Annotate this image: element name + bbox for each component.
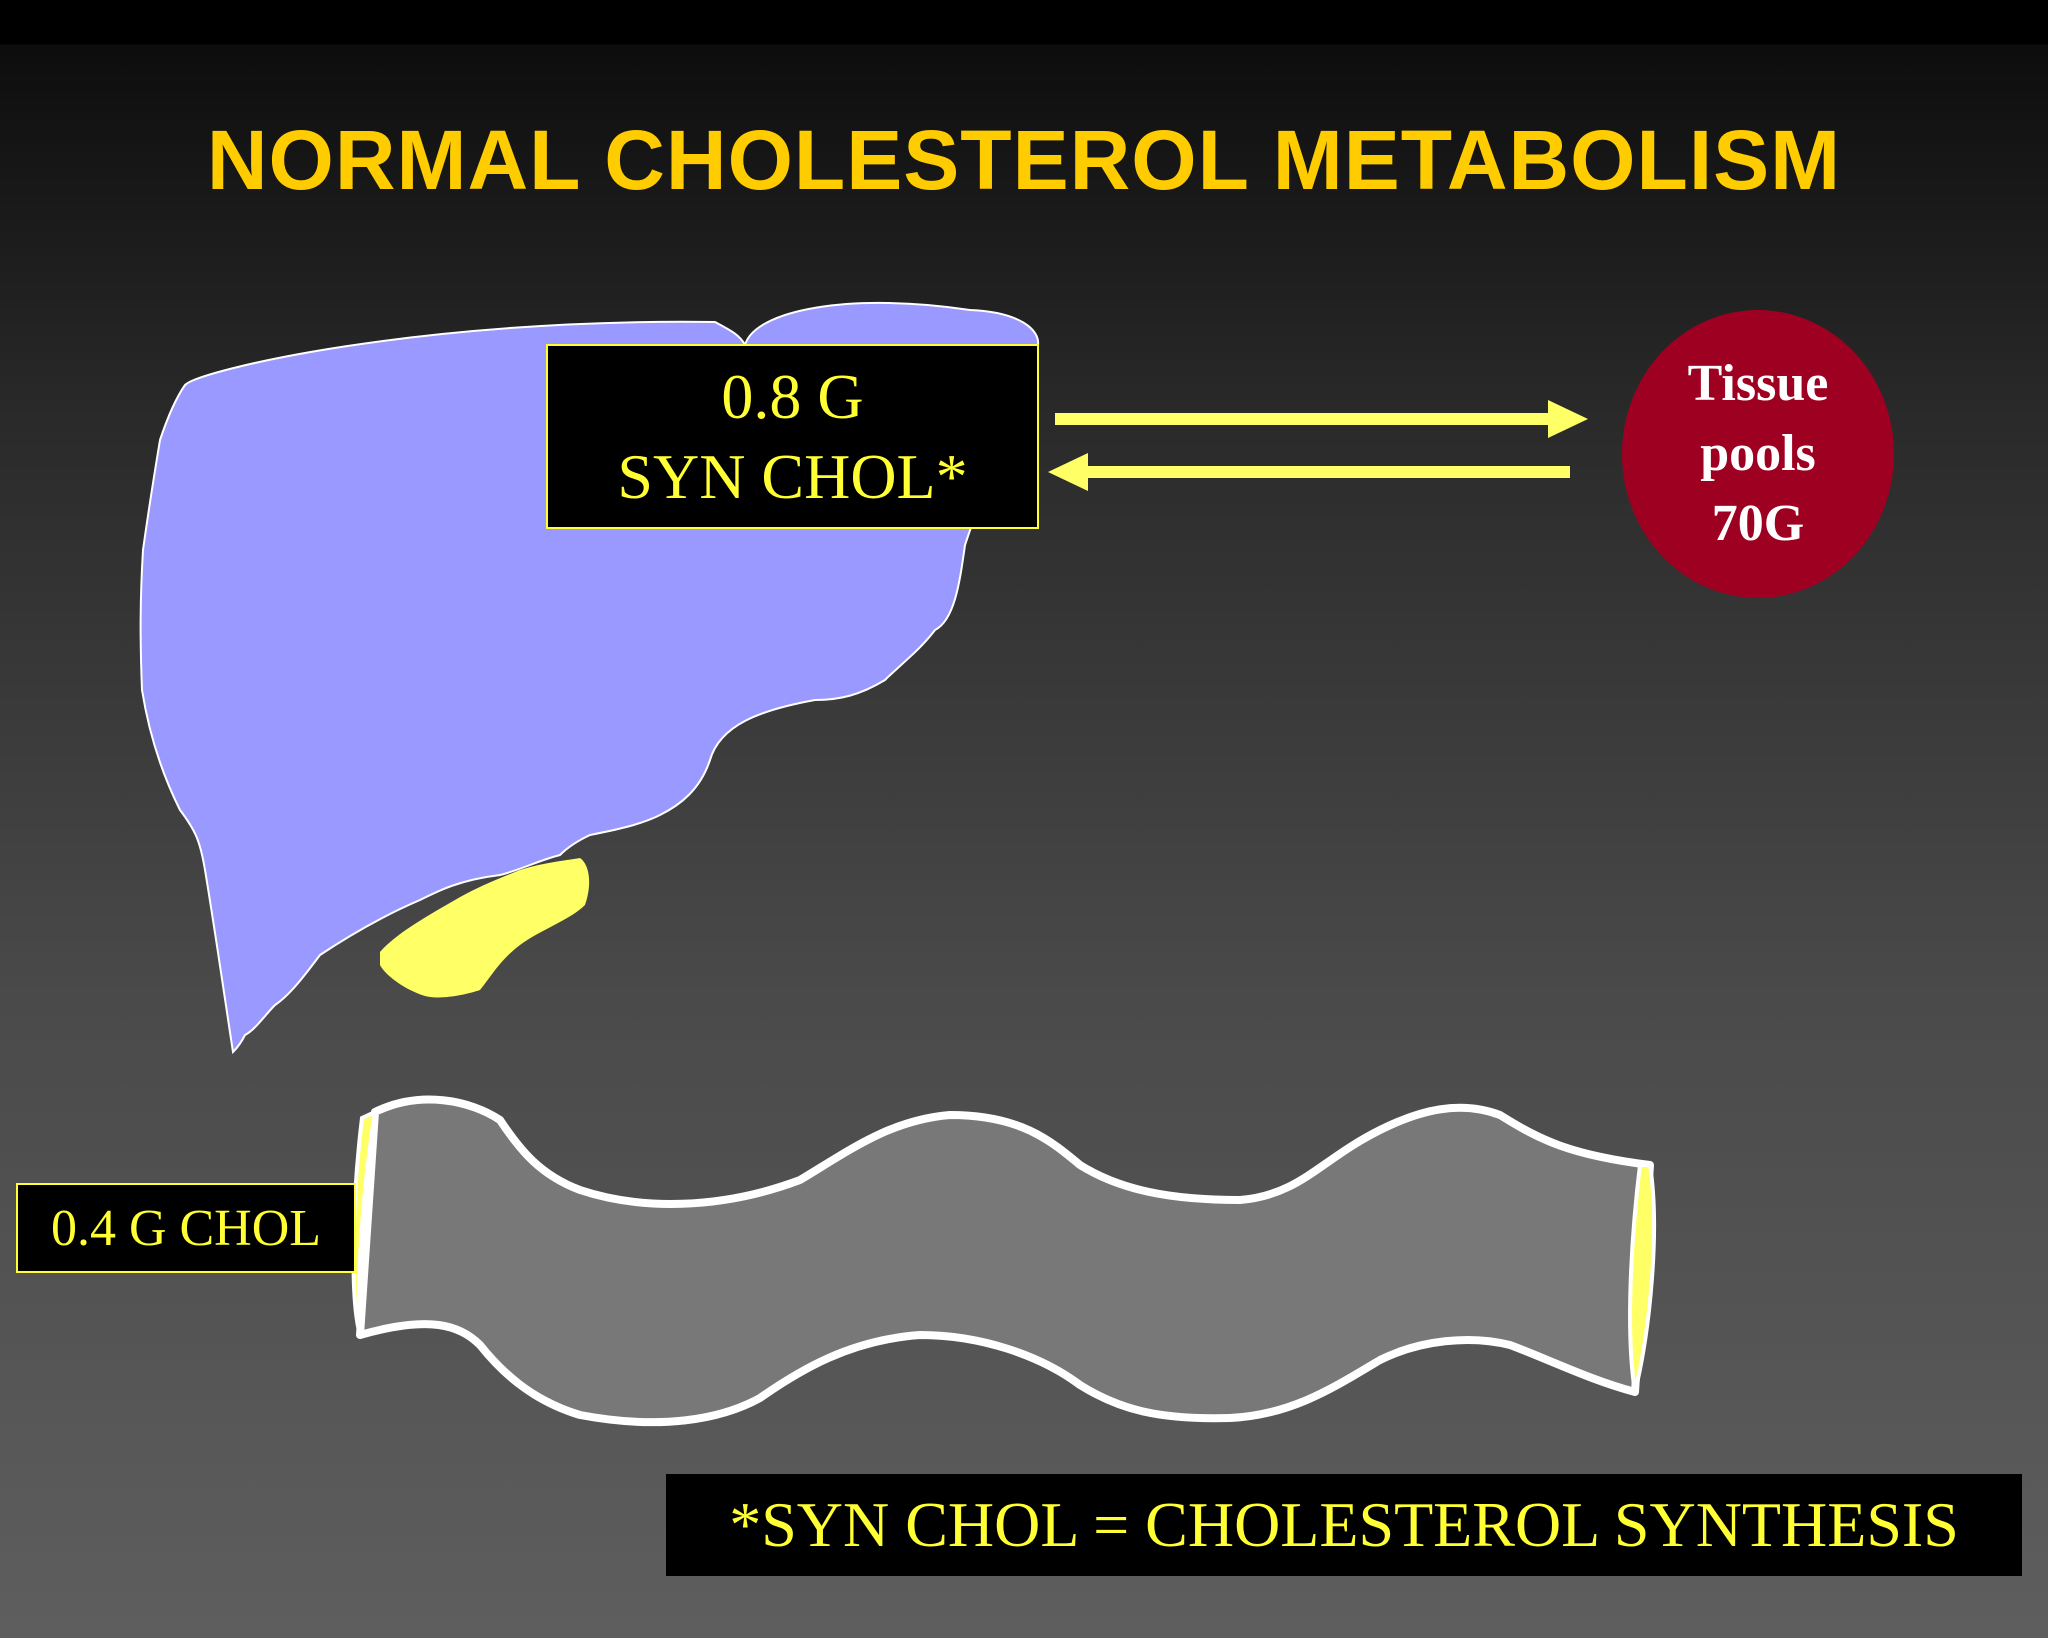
page-title: NORMAL CHOLESTEROL METABOLISM xyxy=(206,113,1842,207)
arrow-left xyxy=(1048,453,1570,491)
tissue-pool-line1: Tissue xyxy=(1687,355,1829,412)
dietary-cholesterol-box: 0.4 G CHOL xyxy=(16,1183,356,1273)
footnote-text: *SYN CHOL = CHOLESTEROL SYNTHESIS xyxy=(729,1489,1959,1560)
synthesis-amount: 0.8 G xyxy=(721,360,864,432)
synthesis-label: SYN CHOL* xyxy=(617,440,968,512)
synthesis-label-box: 0.8 G SYN CHOL* xyxy=(546,344,1039,529)
tissue-pool-line2: pools xyxy=(1700,425,1816,482)
intestine-shape xyxy=(356,1095,1654,1427)
dietary-cholesterol-label: 0.4 G CHOL xyxy=(50,1199,322,1257)
gallbladder-shape xyxy=(380,858,590,998)
footnote-box: *SYN CHOL = CHOLESTEROL SYNTHESIS xyxy=(666,1474,2022,1576)
tissue-pool-amount: 70G xyxy=(1711,495,1805,552)
arrow-right xyxy=(1055,400,1588,438)
tissue-pool-circle: Tissue pools 70G xyxy=(1622,310,1894,598)
intestine-right-end xyxy=(1628,1163,1656,1393)
